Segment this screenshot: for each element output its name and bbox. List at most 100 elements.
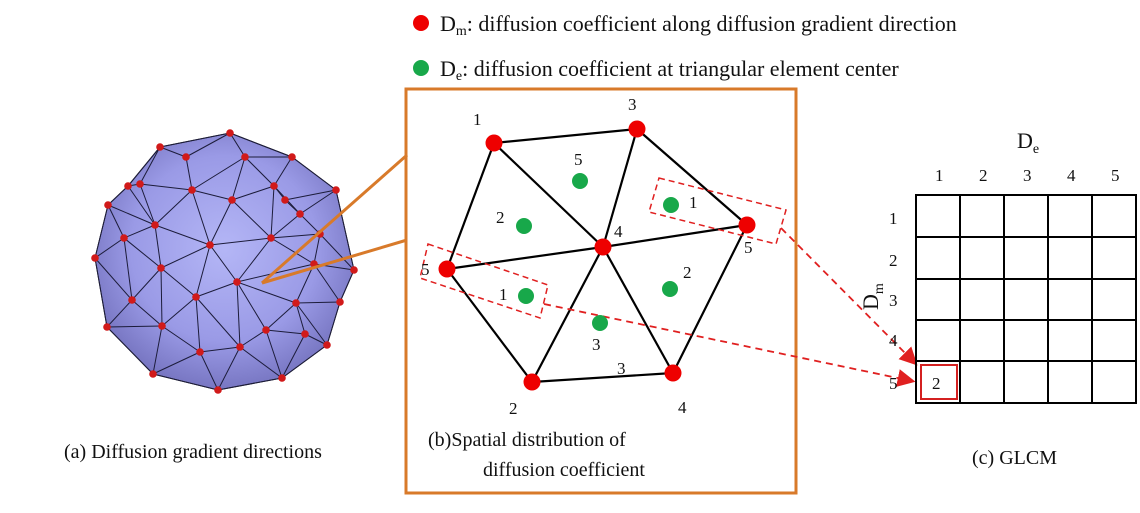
de-label: 2 xyxy=(683,263,692,282)
sphere-edge xyxy=(195,244,211,298)
sphere-edge xyxy=(199,351,219,391)
de-label: 1 xyxy=(689,193,698,212)
sphere-edge xyxy=(270,237,315,265)
sphere-vertex xyxy=(288,153,296,161)
sphere-edge xyxy=(152,325,163,375)
sphere-edge xyxy=(209,244,238,283)
sphere-edge xyxy=(236,237,272,283)
sphere-edge xyxy=(236,281,267,331)
glcm-col-axis: De xyxy=(1017,128,1039,157)
sphere-vertex xyxy=(91,254,99,262)
sphere-edge xyxy=(160,267,163,327)
sphere-vertex xyxy=(332,186,340,194)
sphere-edge xyxy=(199,346,241,353)
sphere-edge xyxy=(217,377,283,391)
sphere-edge xyxy=(339,269,355,303)
de-dot xyxy=(518,288,534,304)
glcm-col-header: 2 xyxy=(979,166,988,185)
caption-c: (c) GLCM xyxy=(972,447,1057,469)
dm-label: 4 xyxy=(614,222,623,241)
sphere-edge xyxy=(231,185,275,201)
de-dot xyxy=(572,173,588,189)
sphere-vertex xyxy=(151,221,159,229)
sphere-vertex xyxy=(120,234,128,242)
sphere-vertex xyxy=(149,370,157,378)
de-labels: 5 2 1 2 1 3 3 xyxy=(496,150,698,378)
sphere-edge xyxy=(191,189,233,201)
de-label: 5 xyxy=(574,150,583,169)
dm-dot xyxy=(664,364,682,382)
sphere-edge xyxy=(270,233,321,239)
edge-label: 3 xyxy=(617,359,626,378)
sphere-vertex xyxy=(192,293,200,301)
sphere-vertex xyxy=(267,234,275,242)
sphere-vertex xyxy=(262,326,270,334)
sphere-edge xyxy=(160,267,197,298)
dm-dot xyxy=(594,238,612,256)
sphere-vertex xyxy=(156,143,164,151)
sphere-vertex xyxy=(301,330,309,338)
de-dot xyxy=(592,315,608,331)
dm-dot xyxy=(523,373,541,391)
sphere-edge xyxy=(131,299,163,327)
sphere-edge xyxy=(244,156,275,187)
sphere-edge xyxy=(191,156,246,191)
sphere-edge xyxy=(281,344,328,379)
sphere-vertex xyxy=(182,153,190,161)
sphere-vertex xyxy=(228,196,236,204)
sphere-vertex xyxy=(158,322,166,330)
sphere-edge xyxy=(94,257,133,301)
sphere-vertex xyxy=(323,341,331,349)
sphere-edge xyxy=(209,199,233,246)
sphere-edge xyxy=(313,263,341,303)
sphere-edge xyxy=(131,267,162,301)
sphere-edge xyxy=(106,326,154,375)
sphere-edge xyxy=(295,301,341,304)
sphere-vertex xyxy=(157,264,165,272)
de-label: 1 xyxy=(499,285,508,304)
glcm-col-header: 3 xyxy=(1023,166,1032,185)
sphere-edge xyxy=(229,132,246,158)
legend: Dm: diffusion coefficient along diffusio… xyxy=(413,11,957,84)
sphere-edge xyxy=(154,224,162,269)
sphere-edge xyxy=(123,237,162,269)
glcm: De Dm 1 2 3 4 5 1 2 3 4 5 xyxy=(858,128,1137,404)
sphere-vertex xyxy=(103,323,111,331)
sphere-edge xyxy=(154,189,193,226)
dm-label: 2 xyxy=(509,399,518,418)
sphere-vertex xyxy=(206,241,214,249)
sphere-edge xyxy=(107,185,129,206)
sphere-edge xyxy=(94,204,109,259)
sphere-edge xyxy=(107,204,156,226)
dm-label: 5 xyxy=(744,238,753,257)
sphere-vertex xyxy=(124,182,132,190)
glcm-highlight-cell xyxy=(920,364,958,400)
de-dots xyxy=(516,173,679,331)
sphere-edge xyxy=(159,132,231,148)
glcm-col-headers: 1 2 3 4 5 xyxy=(935,166,1120,185)
sphere-edge xyxy=(160,244,211,269)
dm-dot xyxy=(438,260,456,278)
glcm-row-header: 4 xyxy=(889,331,898,350)
glcm-row-header: 3 xyxy=(889,291,898,310)
sphere-edge xyxy=(139,146,161,185)
dm-label: 4 xyxy=(678,398,687,417)
glcm-row-header: 2 xyxy=(889,251,898,270)
glcm-row-axis: Dm xyxy=(858,283,887,310)
sphere-vertex xyxy=(233,278,241,286)
dm-dots xyxy=(438,120,756,391)
sphere-edge xyxy=(299,189,337,215)
sphere-edge xyxy=(161,296,197,327)
de-label: 3 xyxy=(592,335,601,354)
dm-dot xyxy=(628,120,646,138)
triangle-mesh xyxy=(445,127,748,384)
sphere-edge xyxy=(319,233,355,271)
sphere-edge xyxy=(94,237,125,259)
sphere-edge xyxy=(236,281,241,348)
sphere-edge xyxy=(265,302,297,331)
sphere-edge xyxy=(295,263,315,304)
sphere-edge xyxy=(127,146,161,187)
caption-b-line1: (b)Spatial distribution of xyxy=(428,429,626,451)
de-label: 2 xyxy=(496,208,505,227)
